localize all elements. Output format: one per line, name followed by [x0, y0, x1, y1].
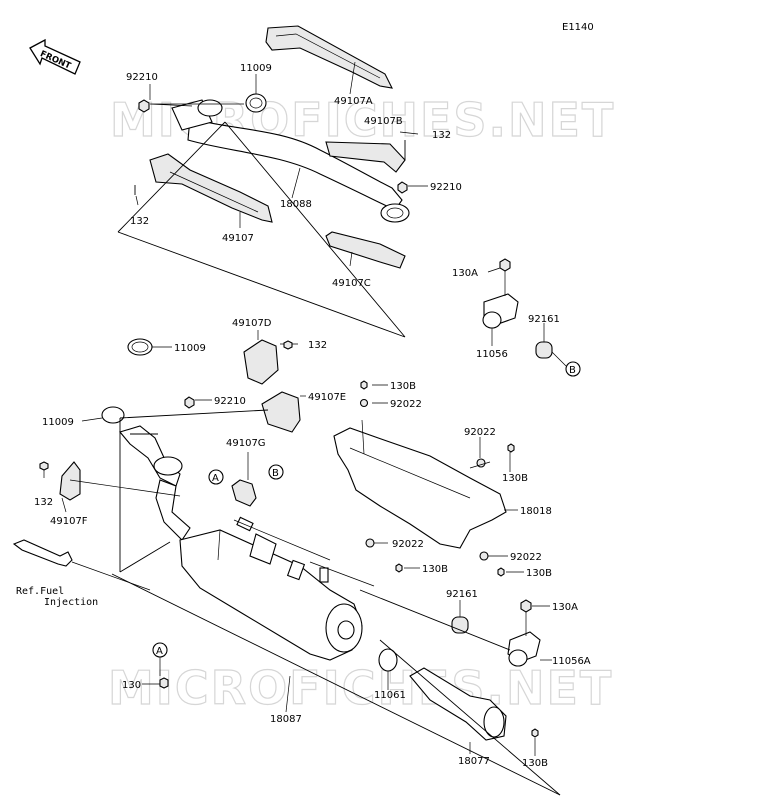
label-132-c: 132 [308, 340, 327, 351]
label-49107: 49107 [222, 233, 254, 244]
label-92161-b: 92161 [446, 589, 478, 600]
gasket-11009-c [101, 406, 125, 424]
bolt-130b-e [531, 728, 539, 738]
label-49107d: 49107D [232, 318, 272, 329]
gasket-11009-b [127, 338, 153, 356]
label-132-a: 132 [432, 130, 451, 141]
gasket-11009-a [245, 93, 267, 113]
front-arrow-icon: FRONT [29, 38, 81, 75]
bolt-130b-a [360, 380, 368, 390]
washer-92022-a [359, 398, 369, 408]
label-11009-c: 11009 [42, 417, 74, 428]
label-49107g: 49107G [226, 438, 266, 449]
pipe-flange-top [197, 99, 223, 117]
washer-92022-d [479, 551, 489, 561]
label-18018: 18018 [520, 506, 552, 517]
label-18077: 18077 [458, 756, 490, 767]
label-130b-c: 130B [422, 564, 448, 575]
header-pipe [119, 425, 181, 487]
bolt-130a-a [499, 258, 511, 272]
bolt-130a-b [520, 599, 532, 613]
label-49107f: 49107F [50, 516, 88, 527]
heat-shield-49107a [265, 25, 393, 89]
ref-circle-a1 [208, 469, 224, 485]
label-18088: 18088 [280, 199, 312, 210]
heat-shield-49107d [243, 339, 279, 385]
ref-circle-b2 [268, 464, 284, 480]
label-130b-a: 130B [390, 381, 416, 392]
bushing-92161-a [535, 341, 553, 359]
pipe-flange-bottom [380, 203, 410, 223]
label-132-d: 132 [34, 497, 53, 508]
heat-shield-49107b [325, 141, 406, 173]
label-11056: 11056 [476, 349, 508, 360]
label-92210-c: 92210 [214, 396, 246, 407]
nut-92210-a [138, 99, 150, 113]
bolt-130b-b [507, 443, 515, 453]
label-92210-a: 92210 [126, 72, 158, 83]
label-92022-d: 92022 [510, 552, 542, 563]
label-130a-a: 130A [452, 268, 478, 279]
heat-shield-49107e [261, 391, 301, 433]
label-92022-c: 92022 [392, 539, 424, 550]
ref-circle-b1 [565, 361, 581, 377]
ref-b2-label: B [272, 468, 279, 479]
label-130b-d: 130B [526, 568, 552, 579]
ref-note-line2: Injection [44, 597, 98, 608]
ref-a2-label: A [156, 646, 163, 657]
bolt-130-e [159, 677, 169, 689]
label-49107c: 49107C [332, 278, 371, 289]
bolt-130b-d [497, 567, 505, 577]
ref-a1-label: A [212, 473, 219, 484]
label-11009-a: 11009 [240, 63, 272, 74]
label-132-b: 132 [130, 216, 149, 227]
label-92022-b: 92022 [464, 427, 496, 438]
nut-92210-b [397, 181, 408, 194]
label-130b-b: 130B [502, 473, 528, 484]
bolt-130b-c [395, 563, 403, 573]
label-11009-b: 11009 [174, 343, 206, 354]
label-49107a: 49107A [334, 96, 373, 107]
heat-shield-49107 [149, 153, 273, 223]
heat-shield-49107c [325, 231, 406, 269]
label-92022-a: 92022 [390, 399, 422, 410]
label-11061: 11061 [374, 690, 406, 701]
label-11056a: 11056A [552, 656, 591, 667]
oxygen-sensor [12, 539, 73, 567]
diagram-code: E1140 [562, 22, 594, 33]
label-49107e: 49107E [308, 392, 346, 403]
label-130a-b: 130A [552, 602, 578, 613]
clamp-49107g [231, 479, 257, 507]
heat-shield-49107f [59, 461, 81, 501]
ref-b1-label: B [569, 365, 576, 376]
watermark-bottom: MICROFICHES.NET [108, 661, 613, 715]
ref-note-line1: Ref.Fuel [16, 586, 64, 597]
label-49107b: 49107B [364, 116, 403, 127]
bushing-92161-b [451, 616, 469, 634]
washer-92022-c [365, 538, 375, 548]
label-130b-e: 130B [522, 758, 548, 769]
label-92210-b: 92210 [430, 182, 462, 193]
label-92161-a: 92161 [528, 314, 560, 325]
bolt-132-c [283, 340, 293, 350]
label-18087: 18087 [270, 714, 302, 725]
nut-92210-c [184, 396, 195, 409]
bolt-132-d [39, 461, 49, 471]
label-130-e: 130 [122, 680, 141, 691]
heat-shield-18018 [333, 427, 507, 549]
